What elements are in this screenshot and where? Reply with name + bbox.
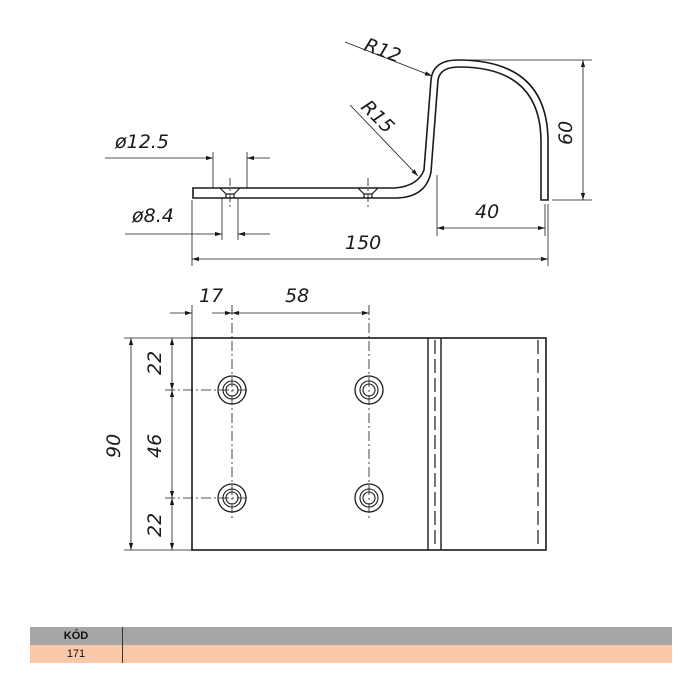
code-table: KÓD 171 bbox=[30, 627, 672, 663]
code-value: 171 bbox=[30, 645, 123, 663]
dim-radius-top: R12 bbox=[361, 34, 404, 67]
dim-hole-spacing-x: 58 bbox=[285, 285, 309, 307]
dim-hole-spacing-y: 46 bbox=[144, 434, 166, 458]
bracket-profile bbox=[192, 59, 549, 201]
dim-hole-outer: ø12.5 bbox=[114, 131, 169, 153]
technical-drawing: ø12.5 ø8.4 R12 R15 60 40 150 bbox=[103, 34, 592, 551]
dim-edge-to-hole-bottom: 22 bbox=[144, 513, 166, 537]
dim-width: 90 bbox=[103, 434, 125, 458]
dim-hole-inner: ø8.4 bbox=[131, 205, 174, 227]
dim-total-length: 150 bbox=[345, 232, 381, 254]
dim-height: 60 bbox=[555, 121, 577, 145]
dim-edge-to-hole: 17 bbox=[199, 285, 223, 307]
code-table-value-row: 171 bbox=[30, 645, 672, 663]
dim-edge-to-hole-top: 22 bbox=[144, 351, 166, 375]
code-table-header-row: KÓD bbox=[30, 627, 672, 645]
dim-radius-bend: R15 bbox=[356, 96, 398, 138]
dim-hook-width: 40 bbox=[475, 201, 499, 223]
code-header: KÓD bbox=[30, 627, 123, 645]
side-view: ø12.5 ø8.4 R12 R15 60 40 150 bbox=[105, 34, 592, 266]
top-view: 17 58 90 22 46 22 bbox=[103, 285, 547, 551]
